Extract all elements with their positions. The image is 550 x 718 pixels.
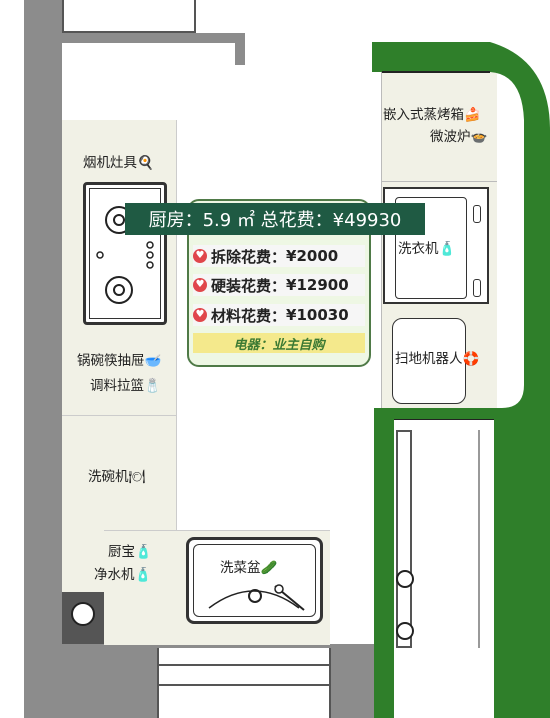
top-wall [62,33,235,43]
row-label: 材料花费： [211,306,287,325]
steam-oven-label: 嵌入式蒸烤箱🍰 [383,103,481,123]
bottle-icon: 🧴 [438,241,456,257]
robot-vacuum-text: 扫地机器人 [395,351,463,367]
left-wall [24,0,62,718]
row-value: ¥2000 [286,247,339,265]
cost-row-hard-decoration: ♥ 硬装花费： ¥12900 [193,274,365,296]
disposer-label: 厨宝🧴 [108,540,152,560]
plate-icon: 🍽 [128,469,146,485]
water-purifier-text: 净水机 [94,567,135,583]
row-label: 硬装花费： [211,276,287,295]
bowl-drawer-text: 锅碗筷抽屉 [77,353,145,369]
row-value: ¥10030 [286,306,349,324]
row-value: ¥12900 [286,276,349,294]
heart-icon: ♥ [193,278,207,292]
cost-row-materials: ♥ 材料花费： ¥10030 [193,304,365,326]
stove-label-text: 烟机灶具 [83,155,137,171]
top-door-frame [62,0,196,33]
robot-vacuum [392,318,466,404]
cost-row-demolition: ♥ 拆除花费： ¥2000 [193,245,365,267]
appliances-note: 电器：业主自购 [193,333,365,353]
right-counter-line [381,72,382,408]
water-purifier-label: 净水机🧴 [94,563,151,583]
balcony-hinge-1 [396,570,414,588]
sink [186,537,323,624]
sink-text: 洗菜盆 [220,560,261,576]
seasoning-basket-label: 调料拉篮🧂 [90,374,161,394]
steam-oven-text: 嵌入式蒸烤箱 [383,107,464,123]
balcony-line [478,430,480,648]
row-label: 拆除花费： [211,247,287,266]
heart-icon: ♥ [193,308,207,322]
dishwasher-text: 洗碗机 [88,469,129,485]
bottle-icon: 🧴 [134,567,152,583]
bowl-icon: 🍲 [470,129,488,145]
washer-text: 洗衣机 [398,241,439,257]
dishwasher-divider [62,415,176,416]
cake-icon: 🍰 [464,107,481,123]
right-counter-line2 [381,181,497,182]
pan-icon: 🍳 [137,155,154,171]
balcony-window [396,430,412,648]
bottle-icon: 🧴 [135,544,152,560]
microwave-label: 微波炉🍲 [430,125,487,145]
washer-label: 洗衣机🧴 [398,237,455,257]
panel-title: 厨房：5.9 ㎡ 总花费：¥49930 [125,203,425,235]
bottom-door-opening [157,648,331,718]
shaker-icon: 🧂 [144,378,161,394]
heart-icon: ♥ [193,249,207,263]
lifebuoy-icon: 🛟 [462,351,480,367]
bowl-drawer-label: 锅碗筷抽屉🥣 [77,349,161,369]
dish-icon: 🥣 [144,353,162,369]
robot-vacuum-label: 扫地机器人🛟 [395,347,479,367]
cucumber-icon: 🥒 [260,560,278,576]
top-wall-pillar [235,33,245,65]
disposer-text: 厨宝 [108,544,135,560]
dishwasher-label: 洗碗机🍽 [88,465,146,485]
seasoning-basket-text: 调料拉篮 [90,378,144,394]
sink-label: 洗菜盆🥒 [220,556,277,576]
pipe-icon [71,602,95,626]
balcony-hinge-2 [396,622,414,640]
stove-label: 烟机灶具🍳 [83,151,154,171]
microwave-text: 微波炉 [430,129,471,145]
